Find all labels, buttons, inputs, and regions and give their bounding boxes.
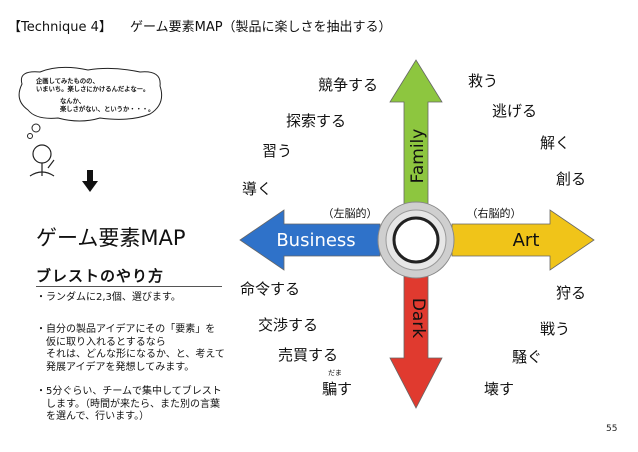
verb-negotiate: 交渉する	[258, 316, 319, 334]
instruction-item: ・5分ぐらい、チームで集中してブレスト します。（時間が来たら、また別の言葉 を…	[36, 386, 222, 424]
verb-save: 救う	[468, 72, 499, 90]
person-hand	[47, 159, 55, 169]
instruction-item: ・自分の製品アイデアにその「要素」を 仮に取り入れるとするなら それは、どんな形…	[36, 324, 225, 374]
verb-create: 創る	[556, 170, 587, 188]
thought-line: なんか、	[60, 98, 86, 105]
business-axis-label: Business	[276, 230, 355, 251]
art-arrow	[451, 209, 595, 271]
page-title: ゲーム要素MAP（製品に楽しさを抽出する）	[130, 20, 392, 35]
verb-learn: 習う	[262, 142, 293, 160]
instruction-line: ・ランダムに2,3個、選びます。	[36, 292, 181, 303]
verb-solve: 解く	[540, 134, 571, 152]
left-brain-label: （左脳的）	[323, 206, 378, 220]
game-element-map: Family Dark Business Art （左脳的） （右脳的）	[239, 59, 595, 409]
divider	[36, 286, 222, 287]
thinking-person-illustration: 企画してみたものの、 いまいち。楽しさにかけるんだよなー。 なんか、 楽しさがな…	[0, 64, 215, 204]
map-heading: ゲーム要素MAP	[36, 226, 186, 250]
page-number: 55	[606, 424, 618, 434]
furigana-damasu: だま	[328, 369, 342, 377]
instruction-line: それは、どんな形になるか、と、考えて	[36, 349, 225, 360]
instruction-item: ・ランダムに2,3個、選びます。	[36, 292, 181, 305]
thought-line: 企画してみたものの、	[36, 78, 99, 85]
verb-explore: 探索する	[286, 112, 347, 130]
thinking-person-drawing	[18, 66, 163, 177]
instruction-line: ・5分ぐらい、チームで集中してブレスト	[36, 386, 222, 397]
center-circle	[392, 216, 440, 264]
art-axis-label: Art	[513, 230, 540, 251]
verb-clamor: 騒ぐ	[512, 348, 543, 366]
verb-compete: 競争する	[318, 76, 379, 94]
technique-label: 【Technique 4】	[8, 20, 112, 35]
thought-bubble	[18, 66, 163, 122]
person-head	[32, 144, 52, 164]
instruction-line: します。（時間が来たら、また別の言葉	[36, 398, 220, 410]
verb-hunt: 狩る	[556, 284, 587, 302]
instruction-line: ・自分の製品アイデアにその「要素」を	[36, 324, 216, 335]
verb-destroy: 壊す	[484, 380, 515, 398]
verb-fight: 戦う	[540, 320, 571, 338]
thought-line: いまいち。楽しさにかけるんだよなー。	[36, 86, 150, 93]
thought-dot	[31, 123, 41, 133]
verb-guide: 導く	[242, 180, 273, 198]
instruction-line: 発展アイデアを発想してみます。	[36, 361, 195, 373]
family-arrow	[389, 59, 443, 205]
family-axis-label: Family	[408, 129, 428, 184]
verb-command: 命令する	[240, 280, 301, 298]
verb-deceive: 騙す	[322, 380, 353, 398]
verb-trade: 売買する	[278, 346, 339, 364]
thought-dot	[27, 133, 33, 139]
thought-line: 楽しさがない、というか・・・。	[60, 106, 155, 113]
person-shoulders	[29, 171, 55, 177]
verb-escape: 逃げる	[492, 102, 538, 120]
down-arrow-icon	[82, 170, 98, 192]
right-brain-label: （右脳的）	[467, 206, 522, 220]
business-arrow	[239, 209, 381, 271]
instruction-line: を選んで、行います。）	[36, 411, 150, 422]
brainstorm-subheading: ブレストのやり方	[36, 267, 165, 285]
dark-axis-label: Dark	[408, 298, 428, 338]
dark-arrow	[389, 275, 443, 409]
instruction-line: 仮に取り入れるとするなら	[36, 336, 166, 348]
